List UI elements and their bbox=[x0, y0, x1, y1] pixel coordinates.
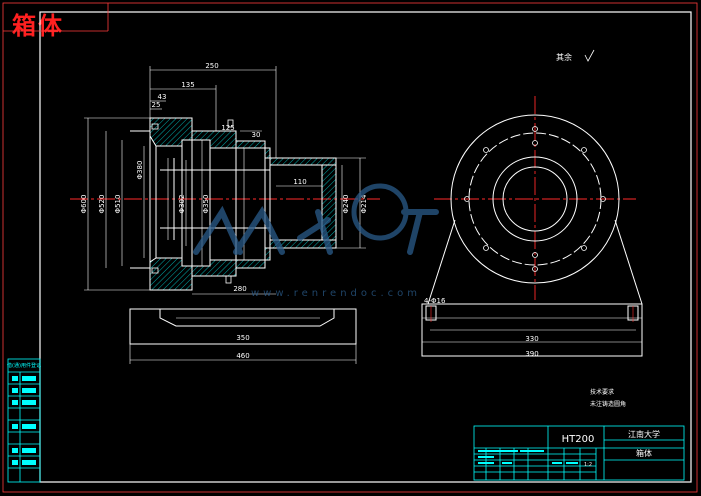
dim-dia380: Φ380 bbox=[136, 161, 144, 180]
dim-110: 110 bbox=[293, 178, 306, 186]
dim-dia600: Φ600 bbox=[80, 195, 88, 214]
dim-125: 125 bbox=[221, 124, 234, 132]
dim-base-460: 460 bbox=[236, 352, 249, 360]
dim-dia520: Φ520 bbox=[98, 195, 106, 214]
section-hatch-top bbox=[149, 117, 337, 166]
left-registration-table bbox=[7, 358, 41, 483]
dim-dia510: Φ510 bbox=[114, 195, 122, 214]
roughness-note-text: 其余 bbox=[556, 52, 572, 62]
title-block-part-name: 箱体 bbox=[636, 448, 652, 458]
dim-dia240: Φ240 bbox=[342, 195, 350, 214]
dim-side-330: 330 bbox=[525, 335, 538, 343]
tech-req-title: 技术要求 bbox=[590, 388, 614, 396]
roughness-note: 其余 bbox=[556, 49, 595, 62]
dim-dia214: Φ214 bbox=[360, 194, 368, 213]
dim-30: 30 bbox=[252, 131, 261, 139]
side-view bbox=[421, 96, 643, 357]
dim-dia350: Φ350 bbox=[202, 195, 210, 214]
dim-side-390: 390 bbox=[525, 350, 538, 358]
title-block bbox=[473, 425, 685, 481]
left-table-label: 借(通)用件登记 bbox=[7, 362, 41, 369]
watermark: www.renrendoc.com bbox=[193, 183, 439, 299]
title-block-material: HT200 bbox=[562, 434, 595, 445]
document-title: 箱体 bbox=[12, 12, 64, 40]
dim-side-holes: 4-Φ16 bbox=[424, 297, 446, 305]
base-view bbox=[129, 308, 357, 364]
dim-43: 43 bbox=[158, 93, 167, 101]
inner-frame bbox=[39, 11, 692, 483]
dim-280: 280 bbox=[233, 285, 246, 293]
section-hatch-bottom bbox=[149, 239, 337, 291]
dim-250: 250 bbox=[205, 62, 218, 70]
dim-dia302: Φ302 bbox=[178, 195, 186, 214]
roughness-symbol-icon bbox=[584, 49, 595, 62]
title-block-school: 江南大学 bbox=[628, 429, 660, 439]
dim-base-350: 350 bbox=[236, 334, 249, 342]
dim-25: 25 bbox=[152, 101, 161, 109]
section-view: 250 135 43 25 30 125 110 280 Φ600 Φ520 Φ… bbox=[70, 62, 380, 295]
watermark-url: www.renrendoc.com bbox=[251, 288, 421, 299]
title-block-scale: 1:2 bbox=[584, 462, 592, 468]
dim-135: 135 bbox=[181, 81, 194, 89]
tech-req-line: 未注铸造圆角 bbox=[590, 400, 626, 408]
